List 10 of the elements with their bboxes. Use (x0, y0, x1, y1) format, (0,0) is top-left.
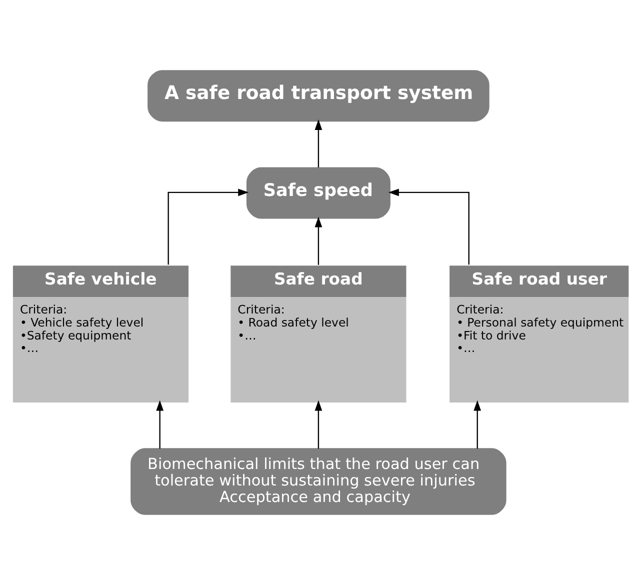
arrow (388, 188, 470, 265)
arrow (168, 188, 249, 265)
node-box: A safe road transport system (148, 70, 490, 122)
arrow (156, 400, 164, 449)
arrow (474, 400, 482, 449)
node-box: Safe speed (246, 167, 390, 219)
arrow (314, 400, 322, 449)
arrow (314, 216, 322, 265)
node-box: Biomechanical limits that the road user can tolerate without sustaining severe injuries Acceptance and capacity (130, 448, 506, 515)
arrow (314, 119, 322, 168)
